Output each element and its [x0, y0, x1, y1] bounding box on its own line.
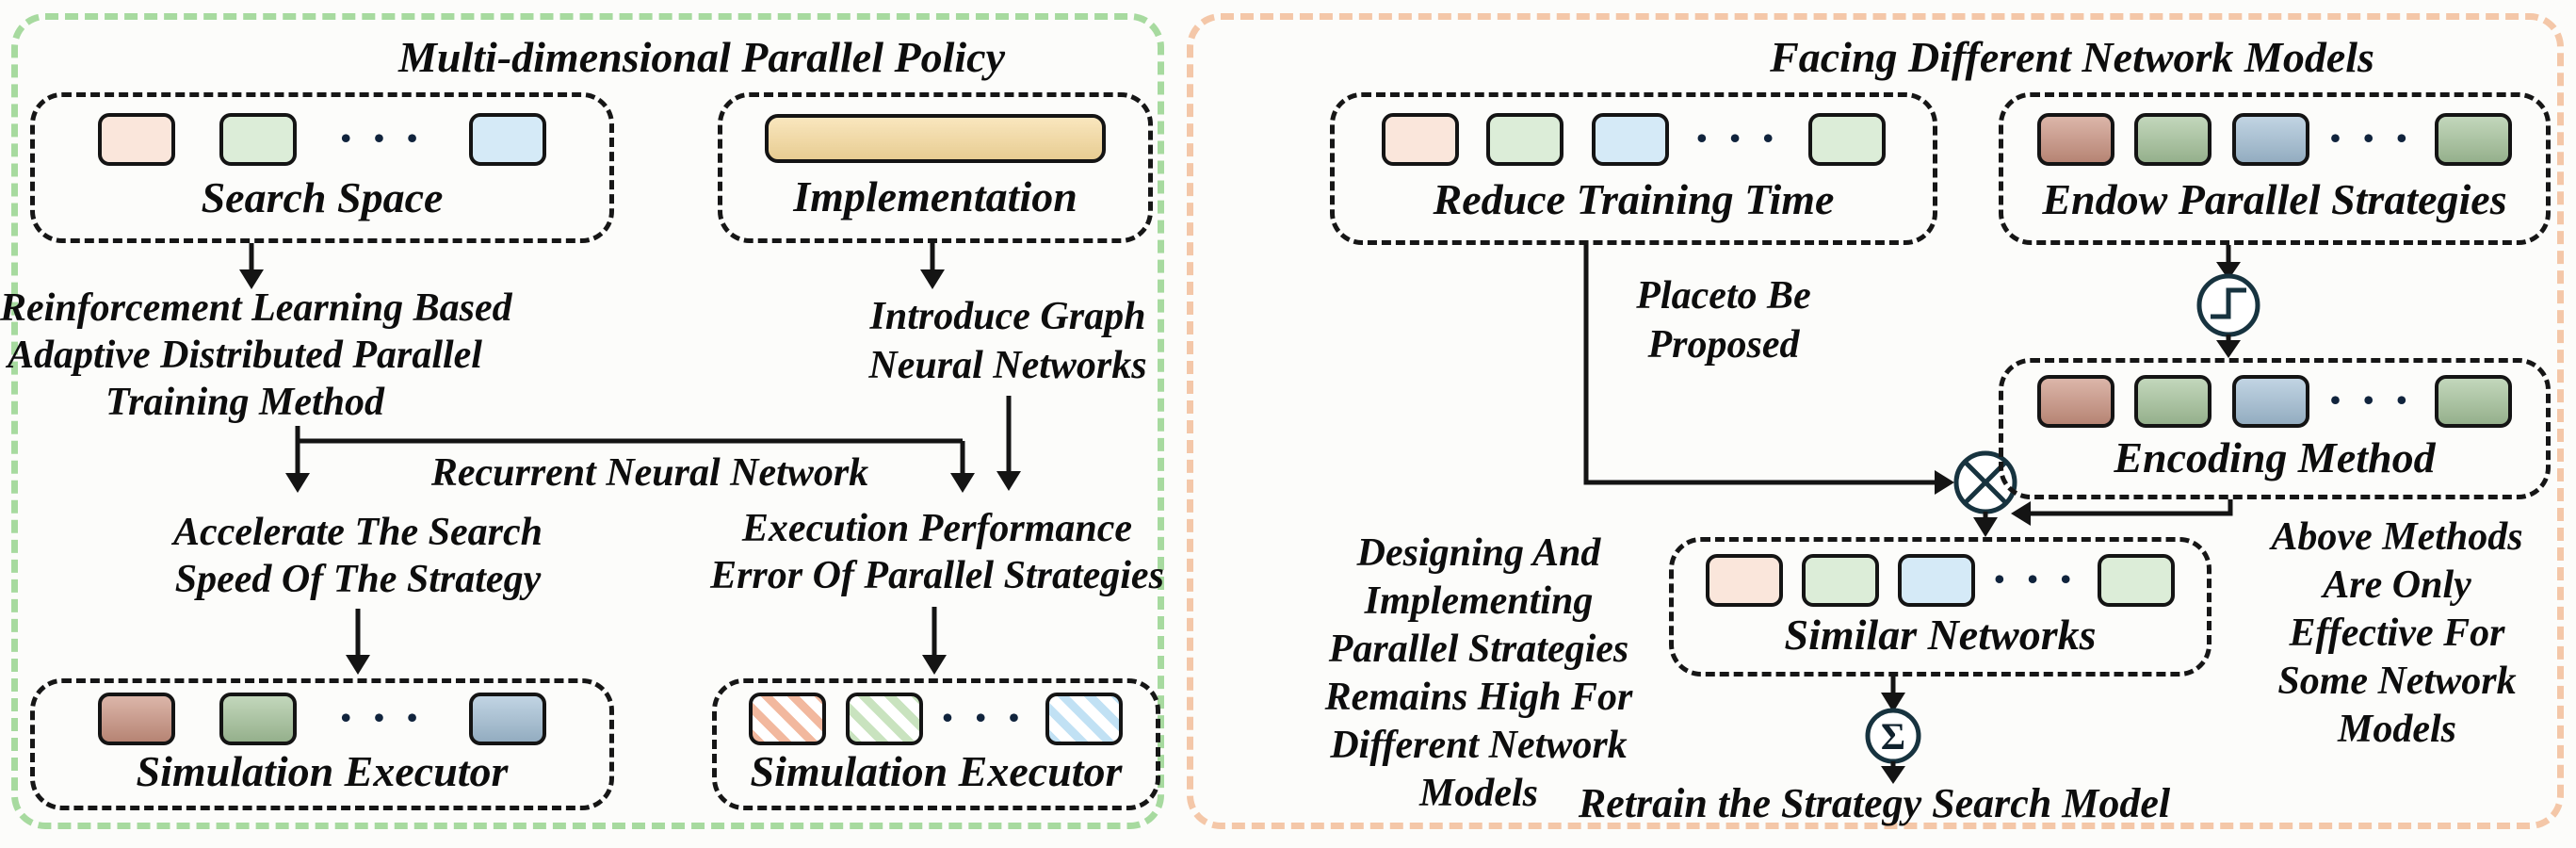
ellipsis-dots: • • •: [340, 120, 426, 155]
reduce-training-time-label: Reduce Training Time: [1433, 174, 1835, 223]
module-chip-green: [2435, 375, 2513, 429]
implementation-bar: [764, 114, 1107, 163]
simulation-executor-2-chips: • • •: [730, 693, 1142, 745]
similar-networks-box: • • • Similar Networks: [1669, 537, 2211, 677]
module-chip-green: [2134, 113, 2212, 167]
encoding-method-label: Encoding Method: [2114, 432, 2436, 481]
endow-parallel-strategies-box: • • • Endow Parallel Strategies: [1999, 92, 2551, 245]
right-panel-title: Facing Different Network Models: [1770, 33, 2374, 81]
accelerate-text: Accelerate The Search Speed Of The Strat…: [173, 511, 543, 601]
module-chip-salmon: [2036, 113, 2114, 167]
similar-networks-label: Similar Networks: [1784, 611, 2097, 660]
module-chip-hatched-blue: [1045, 693, 1124, 745]
left-panel-title: Multi-dimensional Parallel Policy: [398, 33, 1005, 81]
ellipsis-dots: • • •: [340, 700, 426, 734]
introduce-gnn-text: Introduce Graph Neural Networks: [868, 295, 1147, 387]
module-chip-blue: [1898, 553, 1976, 607]
simulation-executor-1-label: Simulation Executor: [136, 747, 509, 795]
ellipsis-dots: • • •: [1994, 561, 2079, 595]
simulation-executor-2-label: Simulation Executor: [750, 747, 1123, 795]
retrain-label: Retrain the Strategy Search Model: [1578, 780, 2171, 826]
encoding-method-box: • • • Encoding Method: [1999, 358, 2551, 499]
implementation-label: Implementation: [793, 172, 1077, 220]
module-chip-salmon: [2036, 375, 2114, 429]
module-chip-hatched-peach: [749, 693, 827, 745]
module-chip-blue: [469, 693, 547, 745]
reduce-training-time-chips: • • •: [1353, 113, 1914, 167]
above-methods-text: Above Methods Are Only Effective For Som…: [2271, 515, 2523, 751]
module-chip-green: [2097, 553, 2175, 607]
module-chip-blue: [2232, 375, 2310, 429]
right-panel-border: [1187, 13, 2564, 829]
module-chip-green: [1808, 113, 1887, 167]
search-space-chips: • • •: [54, 112, 591, 166]
module-chip-green: [1802, 553, 1880, 607]
module-chip-blue: [469, 112, 547, 166]
ellipsis-dots: • • •: [2329, 121, 2415, 155]
module-chip-green: [219, 693, 297, 745]
module-chip-green: [219, 112, 297, 166]
module-chip-peach: [1381, 113, 1459, 167]
placeto-text: Placeto Be Proposed: [1636, 274, 1811, 367]
module-chip-green: [2435, 113, 2513, 167]
reduce-training-time-box: • • • Reduce Training Time: [1330, 92, 1937, 245]
ellipsis-dots: • • •: [1696, 121, 1781, 155]
simulation-executor-box-2: • • • Simulation Executor: [712, 678, 1160, 810]
module-chip-green: [2134, 375, 2212, 429]
left-panel-border: [11, 13, 1164, 829]
rl-method-text: Reinforcement Learning Based Adaptive Di…: [0, 286, 512, 424]
module-chip-blue: [2232, 113, 2310, 167]
designing-text: Designing And Implementing Parallel Stra…: [1324, 531, 1633, 815]
execution-error-text: Execution Performance Error Of Parallel …: [710, 507, 1164, 597]
rnn-label: Recurrent Neural Network: [430, 451, 869, 495]
ellipsis-dots: • • •: [2329, 383, 2415, 417]
similar-networks-chips: • • •: [1687, 553, 2194, 607]
simulation-executor-box-1: • • • Simulation Executor: [30, 678, 614, 810]
ellipsis-dots: • • •: [942, 700, 1028, 734]
module-chip-blue: [1591, 113, 1669, 167]
module-chip-green: [1486, 113, 1564, 167]
endow-parallel-strategies-label: Endow Parallel Strategies: [2042, 174, 2507, 223]
search-space-box: • • • Search Space: [30, 92, 614, 243]
module-chip-peach: [1706, 553, 1784, 607]
module-chip-peach: [97, 112, 175, 166]
endow-parallel-strategies-chips: • • •: [2017, 113, 2533, 167]
encoding-method-chips: • • •: [2017, 375, 2533, 429]
search-space-label: Search Space: [201, 173, 444, 222]
implementation-box: Implementation: [718, 92, 1153, 243]
module-chip-hatched-green: [845, 693, 923, 745]
module-chip-salmon: [97, 693, 175, 745]
simulation-executor-1-chips: • • •: [54, 693, 591, 745]
